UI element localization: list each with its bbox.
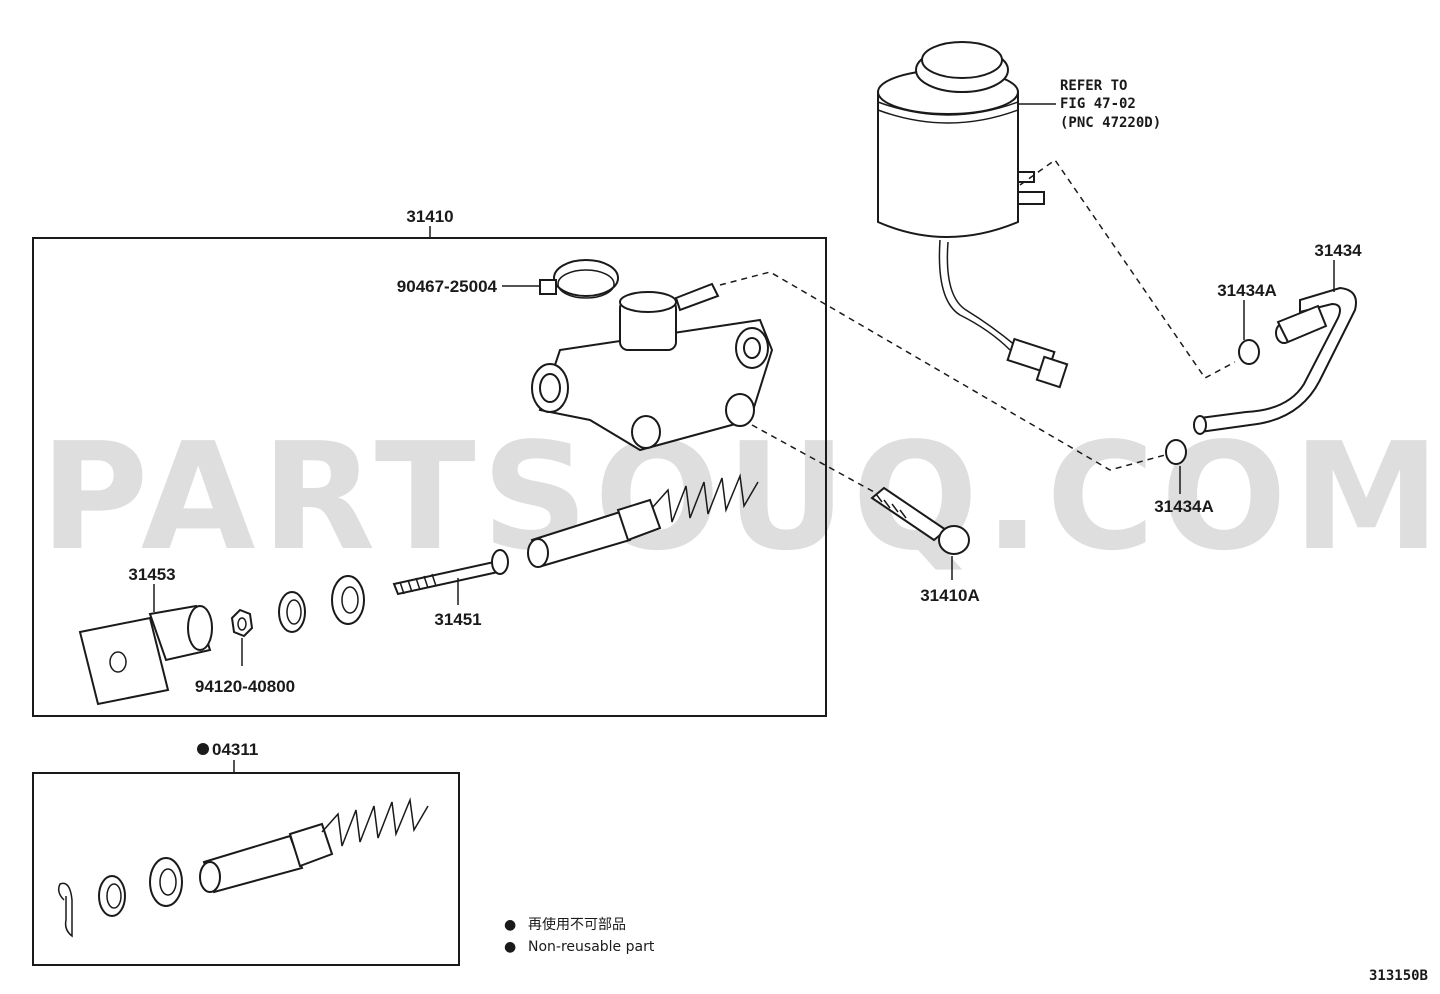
watermark: PARTSOUQ.COM <box>40 411 1440 583</box>
label-31434A-upper[interactable]: 31434A <box>1217 281 1277 300</box>
legend-jp: 再使用不可部品 <box>528 916 626 933</box>
legend-bullet-jp: ● <box>504 917 516 933</box>
nut-94120-40800: 94120-40800 <box>195 608 295 696</box>
kit-piston-spring <box>199 797 429 894</box>
leader-inlet-to-clip <box>719 271 1166 471</box>
label-31453[interactable]: 31453 <box>128 565 175 584</box>
label-90467-25004[interactable]: 90467-25004 <box>397 277 498 296</box>
clevis-31453: 31453 <box>78 565 213 706</box>
legend-en: Non-reusable part <box>528 939 655 955</box>
hose-31434: 31434 <box>1193 241 1362 435</box>
leader-bolt <box>751 424 886 499</box>
push-rod-31451: 31451 <box>392 549 509 629</box>
group-04311: 04311 <box>32 740 460 966</box>
refer-line-2: FIG 47-02 <box>1060 96 1136 112</box>
repair-kit-box <box>32 772 460 966</box>
legend-bullet-en: ● <box>504 939 516 955</box>
label-31410A[interactable]: 31410A <box>920 586 980 605</box>
hose-clip-lower: 31434A <box>1154 439 1214 516</box>
reservoir-tank <box>877 41 1069 389</box>
master-cylinder-body <box>531 282 774 452</box>
snap-ring-main <box>278 591 306 633</box>
label-31434[interactable]: 31434 <box>1314 241 1362 260</box>
label-04311[interactable]: 04311 <box>212 740 258 759</box>
refer-line-1: REFER TO <box>1060 78 1127 94</box>
kit-boot-washer <box>149 857 183 907</box>
union-bolt-31410A: 31410A <box>870 486 980 605</box>
figure-code: 313150B <box>1369 968 1428 984</box>
label-94120-40800[interactable]: 94120-40800 <box>195 677 295 696</box>
hose-clip-upper: 31434A <box>1217 281 1277 365</box>
leader-reservoir-to-clip <box>1019 158 1236 379</box>
refer-note: REFER TO FIG 47-02 (PNC 47220D) <box>1018 78 1161 131</box>
label-31434A-lower[interactable]: 31434A <box>1154 497 1214 516</box>
piston-spring-main <box>527 473 759 568</box>
refer-line-3: (PNC 47220D) <box>1060 115 1161 131</box>
kit-snap-ring <box>98 875 126 917</box>
boot-washer-main <box>331 575 365 625</box>
group-31410: 31410 <box>32 207 827 717</box>
non-reusable-marker <box>197 743 209 755</box>
legend: ● 再使用不可部品 ● Non-reusable part <box>504 916 655 955</box>
label-31451[interactable]: 31451 <box>434 610 481 629</box>
clamp-90467-25004: 90467-25004 <box>397 259 619 299</box>
label-31410[interactable]: 31410 <box>406 207 453 226</box>
kit-pin <box>57 882 73 938</box>
